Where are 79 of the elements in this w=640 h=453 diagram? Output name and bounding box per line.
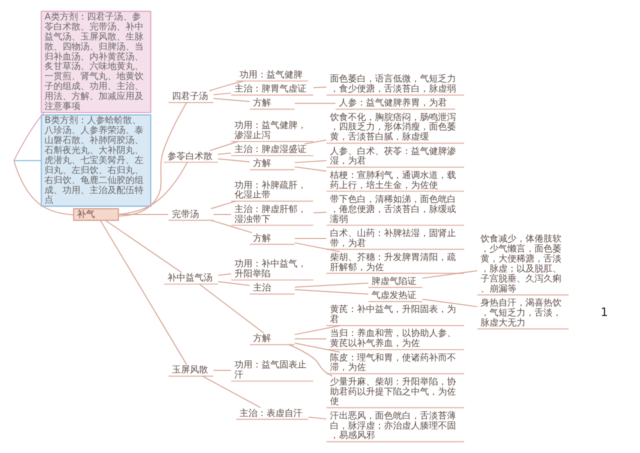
node-text: 面色萎白，语言低微，气短乏力，食少便溏，舌淡苔白，脉虚弱 — [330, 74, 456, 95]
label: 1 — [600, 305, 608, 320]
node-text: 人参、白术、茯苓：益气健脾渗湿，为君 — [330, 146, 456, 167]
node-text: 功用：补脾疏肝，化湿止带 — [234, 180, 306, 201]
connector — [13, 112, 44, 161]
connector — [312, 86, 327, 88]
connector — [422, 270, 478, 279]
node-text: 功用：益气健脾 — [239, 70, 302, 80]
connector — [13, 160, 42, 162]
connector — [288, 344, 333, 377]
connector — [218, 273, 232, 276]
connector — [294, 102, 336, 104]
connector — [294, 289, 369, 295]
node-text: 主治：脾虚肝郁，湿浊带下 — [234, 204, 306, 225]
node-text: 功用：补中益气，升阳举陷 — [234, 260, 306, 280]
connector — [13, 160, 74, 216]
node-text: 脾虚气陷证 — [372, 276, 417, 287]
connector — [294, 342, 340, 353]
node-text: 黄芪：补中益气，升阳固表，为君 — [330, 305, 456, 326]
connector — [213, 92, 232, 96]
node-text: 陈皮：理气和胃，使诸药补而不滞，为佐 — [330, 353, 456, 374]
connector — [210, 200, 236, 210]
connector — [100, 220, 188, 365]
connector — [294, 166, 327, 172]
node-text: 当归：养血和营，以协助人参、黄芪以补气养血，为佐 — [330, 329, 456, 350]
connector — [202, 376, 262, 408]
node-text: 完带汤 — [172, 210, 199, 220]
node-text: 方解 — [253, 159, 272, 170]
node-text: 饮食减少，体倦肢软，少气懒言，面色萎黄，大便稀溏，舌淡，脉虚；以及脱肛、子宫脱垂、久泻久痢、崩漏等 — [480, 234, 562, 294]
connector — [118, 214, 169, 215]
connector — [308, 416, 327, 420]
node-text: 柴胡、芥穗：升发脾胃清阳，疏肝解郁，为佐 — [330, 252, 456, 273]
connector — [104, 220, 182, 273]
connector — [213, 214, 232, 215]
node-box: A类方剂：四君子汤、参苓白术散、完带汤、补中益气汤、玉屏风散、生脉散、四物汤、归脾汤、当归补血汤、内补黄芪汤、炙甘草汤、六味地黄丸、一贯煎、肾气丸、地黄饮子的组成、功用、主治、用法、方解、加减应用及注意事项 — [40, 10, 152, 114]
connector — [118, 102, 188, 217]
connector — [294, 325, 340, 336]
node-text: 身热自汗，渴喜热饮，气短乏力，舌淡，脉虚大无力 — [480, 298, 562, 328]
node-text: 参苓白术散 — [167, 152, 212, 162]
node-text: 主治：脾虚湿盛证 — [234, 145, 306, 156]
node-text: 玉屏风散 — [172, 366, 208, 376]
connector — [213, 370, 232, 371]
connector — [208, 80, 245, 92]
connector — [294, 338, 327, 340]
connector — [118, 162, 188, 215]
connector — [218, 158, 250, 162]
node-box: B类方剂：人参蛤蚧散、八珍汤、人参养荣汤、泰山磐石散、补肺阿胶汤、石斛夜光丸、大补阴丸、虎潜丸、七宝美髯丹、左归丸、左归饮、右归丸、右归饮、龟鹿二仙胶的组成、功用、主治及配伍特点 — [40, 114, 152, 207]
node-text: 补中益气汤 — [167, 274, 212, 284]
connector — [312, 212, 327, 214]
node-text: 汗出恶风，面色㿠白，舌淡苔薄白，脉浮虚；亦治虚人腠理不固，易感风邪 — [330, 411, 456, 442]
node-text: 功用：益气固表止汗 — [234, 360, 306, 381]
connector — [294, 238, 327, 240]
node-box: 补气 — [73, 208, 119, 221]
connector — [304, 139, 327, 144]
connector — [218, 281, 250, 286]
node-text: 桔梗：宣肺利气，通调水道，载药上行，培土生金，为佐使 — [330, 170, 456, 191]
node-text: 少量升麻、柴胡：升阳举陷，协助君药以升提下陷之中气，为佐使 — [330, 377, 456, 408]
node-text: 主治：脾胃气虚证 — [234, 84, 306, 95]
node-text: 方解 — [253, 234, 272, 244]
node-text: 饮食不化，胸脘痞闷，肠鸣泄泻，四肢乏力，形体消瘦，面色萎黄，舌淡苔白腻，脉虚缓 — [330, 112, 456, 143]
connector — [209, 141, 238, 152]
connector — [210, 220, 252, 234]
connector — [294, 242, 340, 252]
connector — [294, 160, 327, 164]
node-text: 主治：表虚自汗 — [239, 408, 302, 419]
node-text: 带下色白，清稀如涕，面色㿠白，倦怠便溏，舌淡苔白，脉缓或濡弱 — [330, 194, 456, 225]
connector — [294, 282, 369, 288]
node-text: 方解 — [253, 98, 272, 109]
node-text: 主治 — [253, 284, 272, 294]
connector — [213, 98, 250, 102]
node-text: 人参：益气健脾养胃，为君 — [338, 98, 447, 109]
node-text: 功用：益气健脾，渗湿止泻 — [234, 121, 306, 142]
connector — [422, 298, 478, 308]
node-text: 四君子汤 — [172, 92, 208, 102]
connector — [218, 152, 232, 155]
connector — [199, 284, 264, 334]
node-text: 方解 — [253, 334, 272, 344]
node-text: 白术、山药：补脾祛湿，固肾止带，为君 — [330, 228, 456, 249]
node-text: 气虚发热证 — [372, 291, 417, 302]
